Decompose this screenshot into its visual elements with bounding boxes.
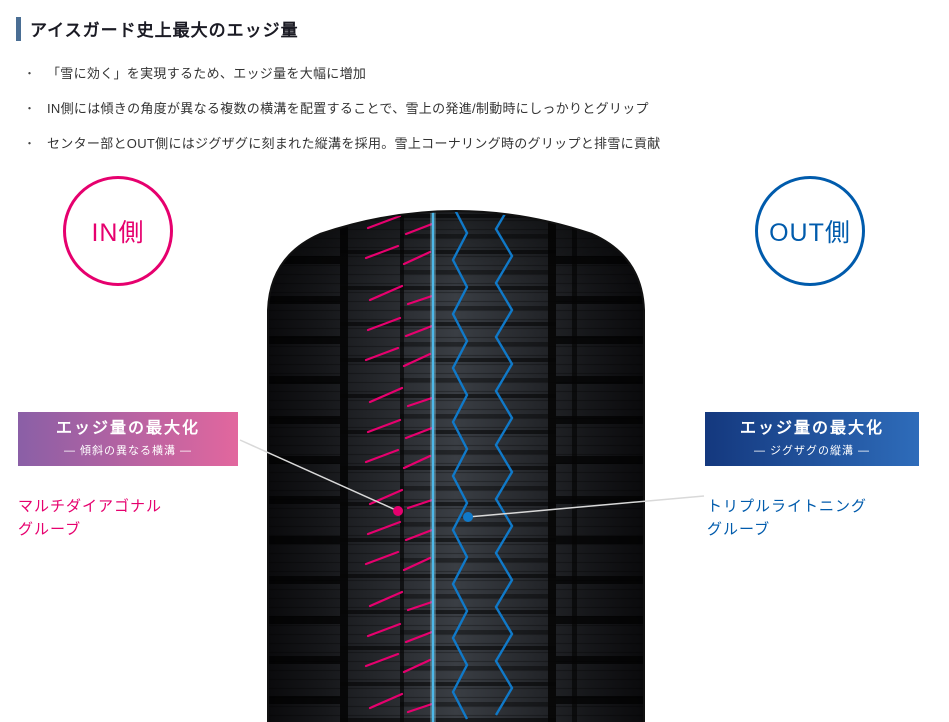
title-accent-bar: [16, 16, 21, 41]
left-callout-subtitle: ― 傾斜の異なる横溝 ―: [63, 445, 193, 457]
tire-tread-svg: [267, 210, 645, 722]
out-side-badge: OUT側: [755, 176, 865, 286]
zigzag-grooves-overlay: [451, 211, 514, 720]
in-side-label: IN側: [91, 219, 145, 247]
bullet-marker: ・: [24, 138, 35, 150]
left-callout-title: エッジ量の最大化: [55, 420, 200, 437]
bullet-text: 「雪に効く」を実現するため、エッジ量を大幅に増加: [47, 66, 367, 81]
tire-tread-image: [260, 198, 652, 722]
bullet-text: センター部とOUT側にはジグザグに刻まれた縦溝を採用。雪上コーナリング時のグリッ…: [47, 136, 661, 151]
right-groove-caption: トリプルライトニング グルーブ: [707, 495, 867, 541]
tire-outline: [267, 210, 645, 722]
right-callout-title: エッジ量の最大化: [739, 420, 884, 437]
right-callout-subtitle: ― ジグザグの縦溝 ―: [753, 445, 871, 457]
left-groove-caption: マルチダイアゴナル グルーブ: [18, 495, 162, 541]
right-callout-box: エッジ量の最大化 ― ジグザグの縦溝 ―: [705, 412, 919, 466]
left-groove-caption-line1: マルチダイアゴナル: [18, 498, 163, 515]
in-side-badge: IN側: [63, 176, 173, 286]
right-groove-caption-line2: グルーブ: [707, 521, 771, 538]
bullet-item: ・ 「雪に効く」を実現するため、エッジ量を大幅に増加: [24, 66, 784, 82]
page-header: アイスガード史上最大のエッジ量: [16, 16, 299, 41]
bullet-marker: ・: [24, 103, 35, 115]
bullet-item: ・ センター部とOUT側にはジグザグに刻まれた縦溝を採用。雪上コーナリング時のグ…: [24, 136, 784, 152]
feature-bullet-list: ・ 「雪に効く」を実現するため、エッジ量を大幅に増加 ・ IN側には傾きの角度が…: [24, 66, 784, 171]
left-callout-box: エッジ量の最大化 ― 傾斜の異なる横溝 ―: [18, 412, 238, 466]
bullet-text: IN側には傾きの角度が異なる複数の横溝を配置することで、雪上の発進/制動時にしっ…: [47, 101, 649, 116]
bullet-item: ・ IN側には傾きの角度が異なる複数の横溝を配置することで、雪上の発進/制動時に…: [24, 101, 784, 117]
bullet-marker: ・: [24, 68, 35, 80]
left-groove-caption-line2: グルーブ: [18, 521, 82, 538]
right-groove-caption-line1: トリプルライトニング: [707, 498, 868, 515]
out-side-label: OUT側: [769, 219, 851, 247]
page-title: アイスガード史上最大のエッジ量: [30, 21, 299, 40]
